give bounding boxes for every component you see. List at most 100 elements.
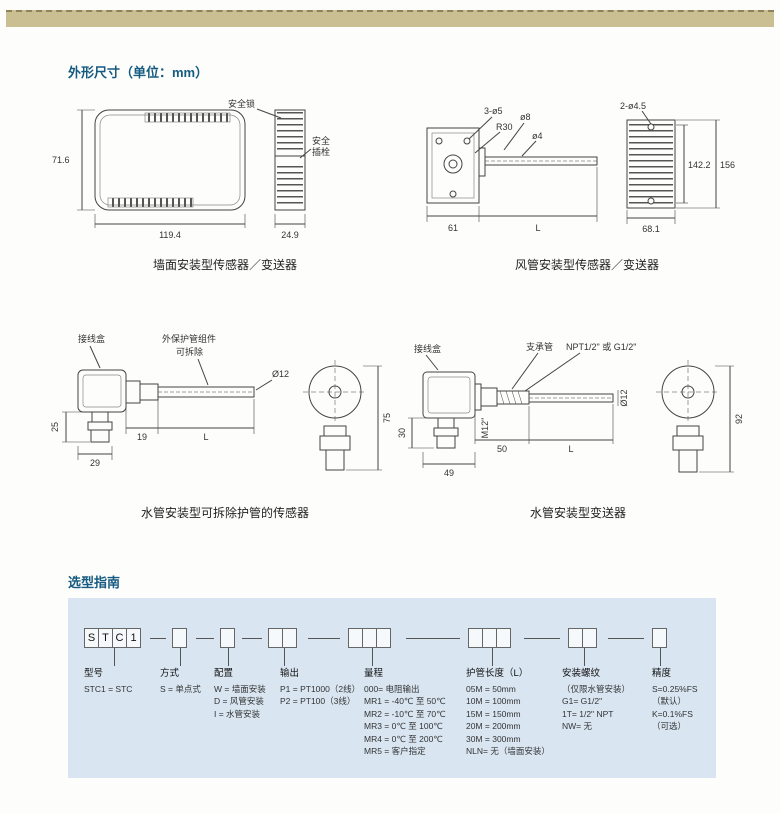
pipe-sensor-dim-75: 75	[382, 413, 392, 423]
pipe-sensor-label-junction-box: 接线盒	[78, 333, 105, 344]
selection-column-accuracy: 精度 S=0.25%FS （默认） K=0.1%FS （可选）	[652, 668, 710, 733]
figure-pipe-sensor: 接线盒 外保护管组件 可拆除 25 29 19 L Ø12 75 水管安装型可拆…	[50, 330, 400, 521]
code-connector	[660, 648, 661, 666]
code-cell: 1	[126, 628, 141, 648]
duct-mount-drawing: 3-ø5 R30 ø8 ø4 61 L 2-ø4.5 142.2 156 68.…	[426, 101, 735, 234]
code-cell	[376, 628, 391, 648]
pipe-transmitter-label-thread: NPT1/2" 或 G1/2"	[566, 341, 636, 352]
column-line: （可选）	[652, 721, 687, 731]
duct-dimension-lines	[426, 119, 720, 224]
column-line: 20M = 200mm	[466, 721, 521, 731]
column-line: MR4 = 0℃ 至 200℃	[364, 733, 443, 744]
column-line: 1T= 1/2" NPT	[562, 708, 614, 719]
code-cell	[172, 628, 187, 648]
selection-column-configuration: 配置 W = 墙面安装 D = 风管安装 I = 水管安装	[214, 668, 282, 720]
figure-wall-mount: 71.6 119.4 24.9 安全锁 安全 插栓 墙面安装型传感器／变送器	[50, 98, 400, 273]
code-connector	[372, 648, 373, 666]
column-title: 精度	[652, 668, 672, 679]
code-connector	[228, 648, 229, 666]
selection-column-output: 输出 P1 = PT1000（2线） P2 = PT100（3线）	[280, 668, 368, 708]
selection-column-thread: 安装螺纹 （仅限水管安装） G1= G1/2" 1T= 1/2" NPT NW=…	[562, 668, 650, 733]
column-line: MR1 = -40℃ 至 50℃	[364, 696, 446, 706]
wall-dim-height: 71.6	[52, 155, 70, 165]
code-cell	[496, 628, 511, 648]
code-cell	[348, 628, 363, 648]
code-connector	[180, 648, 181, 666]
pipe-sensor-dim-25: 25	[50, 422, 60, 432]
column-line: P1 = PT1000（2线）	[280, 683, 361, 694]
pipe-sensor-label-removable-1: 外保护管组件	[162, 333, 216, 344]
pipe-transmitter-dim-92: 92	[734, 414, 744, 424]
code-cell	[268, 628, 283, 648]
column-title: 配置	[214, 668, 234, 679]
code-group-tube-length	[468, 628, 511, 648]
duct-dim-61: 61	[448, 223, 458, 233]
code-group-model: S T C 1	[84, 628, 141, 648]
code-group-thread	[568, 628, 597, 648]
duct-housing-view	[426, 116, 598, 204]
selection-column-model: 型号 STC1 = STC	[84, 668, 160, 695]
code-group-accuracy	[652, 628, 667, 648]
wall-dim-depth: 24.9	[281, 230, 299, 240]
code-cell	[482, 628, 497, 648]
pipe-sensor-dim-29: 29	[90, 458, 100, 468]
selection-column-method: 方式 S = 单点式	[160, 668, 216, 695]
duct-dim-r30: R30	[496, 122, 513, 132]
pipe-transmitter-end-view	[656, 360, 720, 473]
pipe-transmitter-dim-49: 49	[444, 468, 454, 478]
code-separator-dash	[150, 638, 166, 639]
column-title: 护管长度（L）	[466, 668, 529, 679]
figure-duct-mount: 3-ø5 R30 ø8 ø4 61 L 2-ø4.5 142.2 156 68.…	[412, 98, 762, 273]
duct-dim-156: 156	[720, 160, 735, 170]
column-line: S = 单点式	[160, 683, 201, 694]
code-connector	[584, 648, 585, 666]
top-decorative-bar	[6, 10, 774, 27]
code-cell	[568, 628, 583, 648]
section-title-selection: 选型指南	[68, 575, 121, 590]
column-line: MR3 = 0℃ 至 100℃	[364, 721, 443, 731]
selection-column-tube-length: 护管长度（L） 05M = 50mm 10M = 100mm 15M = 150…	[466, 668, 562, 758]
wall-mount-drawing: 71.6 119.4 24.9 安全锁 安全 插栓	[52, 98, 330, 240]
pipe-sensor-dimension-lines	[62, 365, 382, 471]
column-subtitle: （仅限水管安装）	[562, 683, 631, 694]
wall-dimension-lines	[77, 108, 312, 228]
column-line: STC1 = STC	[84, 683, 133, 694]
pipe-transmitter-caption: 水管安装型变送器	[529, 506, 626, 520]
code-cell: T	[98, 628, 113, 648]
pipe-sensor-dim-19: 19	[137, 432, 147, 442]
selection-column-range: 量程 000= 电阻输出 MR1 = -40℃ 至 50℃ MR2 = -10℃…	[364, 668, 464, 758]
pipe-transmitter-dim-d12: Ø12	[619, 389, 629, 406]
selection-guide-box: S T C 1 型号 STC1 = STC 方式 S = 单点式 配置 W = …	[68, 598, 716, 778]
pipe-sensor-drawing: 接线盒 外保护管组件 可拆除 25 29 19 L Ø12 75	[50, 333, 392, 471]
duct-dim-142: 142.2	[688, 160, 711, 170]
column-title: 型号	[84, 668, 104, 679]
column-line: NLN= 无（墙面安装）	[466, 746, 550, 756]
column-line: MR2 = -10℃ 至 70℃	[364, 708, 446, 719]
duct-dim-681: 68.1	[642, 224, 660, 234]
pipe-transmitter-body	[422, 352, 614, 449]
code-separator-dash	[406, 638, 460, 639]
column-title: 方式	[160, 668, 180, 679]
code-connector	[114, 648, 115, 666]
code-separator-dash	[242, 638, 262, 639]
pipe-transmitter-label-junction-box: 接线盒	[414, 343, 441, 354]
pipe-sensor-dim-d12: Ø12	[272, 369, 289, 379]
column-line: I = 水管安装	[214, 708, 261, 719]
duct-caption: 风管安装型传感器／变送器	[514, 258, 659, 272]
column-line: G1= G1/2"	[562, 696, 603, 706]
code-separator-dash	[608, 638, 644, 639]
column-line: 10M = 100mm	[466, 696, 521, 706]
pipe-transmitter-label-m12: M12"	[480, 418, 490, 439]
column-line: D = 风管安装	[214, 696, 264, 706]
duct-dim-holes2: 2-ø4.5	[620, 101, 646, 111]
column-line: S=0.25%FS	[652, 683, 698, 694]
wall-caption: 墙面安装型传感器／变送器	[152, 258, 297, 272]
duct-dim-d4: ø4	[532, 131, 543, 141]
code-cell	[282, 628, 297, 648]
column-line: K=0.1%FS	[652, 708, 693, 719]
code-cell	[362, 628, 377, 648]
figure-pipe-transmitter: 接线盒 支承管 NPT1/2" 或 G1/2" M12" 30 49 50 L …	[398, 340, 758, 521]
wall-dim-width: 119.4	[159, 230, 181, 240]
pipe-transmitter-dimension-lines	[408, 365, 734, 473]
wall-side-view	[274, 109, 306, 211]
